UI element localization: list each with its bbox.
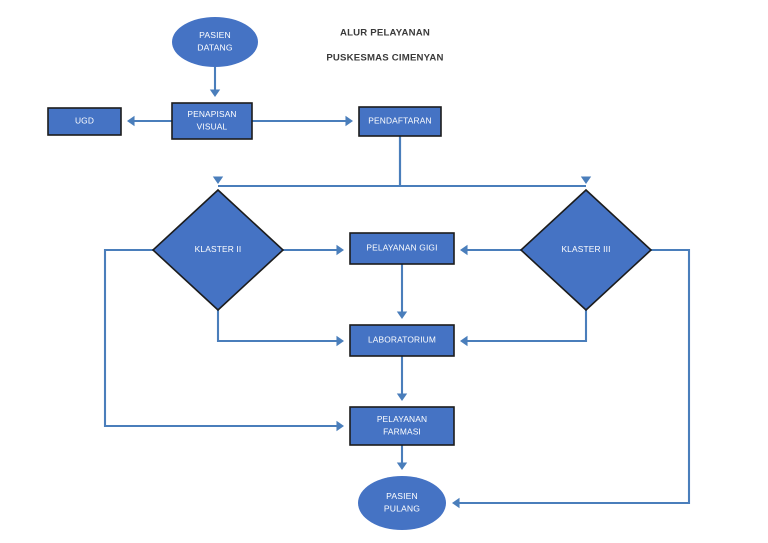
node-label-klaster-2: KLASTER II — [195, 244, 242, 254]
node-pelayanan-gigi[interactable]: PELAYANAN GIGI — [349, 232, 455, 265]
nodes-layer: PASIEN DATANG UGD PENAPISAN VISUAL PENDAFTARA… — [47, 17, 653, 530]
node-label-ugd: UGD — [75, 116, 94, 126]
shape-rect — [349, 324, 455, 357]
node-label-penapisan-visual: PENAPISAN — [187, 109, 236, 119]
node-label-pasien-datang: DATANG — [197, 42, 233, 52]
connector-pasien-datang-to-penapisan-visual — [209, 67, 221, 97]
shape-rect — [47, 107, 122, 136]
node-label-penapisan-visual: VISUAL — [197, 121, 228, 131]
node-label-pasien-pulang: PASIEN — [386, 491, 418, 501]
node-label-pasien-pulang: PULANG — [384, 503, 420, 513]
node-label-pasien-datang: PASIEN — [199, 30, 231, 40]
node-label-klaster-3: KLASTER III — [561, 244, 610, 254]
node-label-pendaftaran: PENDAFTARAN — [368, 116, 431, 126]
node-pasien-pulang[interactable]: PASIEN PULANG — [358, 476, 446, 530]
connector-penapisan-visual-to-ugd — [127, 115, 172, 127]
connector-penapisan-visual-to-pendaftaran — [252, 115, 353, 127]
node-pasien-datang[interactable]: PASIEN DATANG — [172, 17, 258, 67]
shape-ellipse — [358, 476, 446, 530]
node-label-pelayanan-farmasi: FARMASI — [383, 426, 421, 436]
node-laboratorium[interactable]: LABORATORIUM — [349, 324, 455, 357]
node-pelayanan-farmasi[interactable]: PELAYANAN FARMASI — [349, 406, 455, 446]
connectors-layer — [103, 67, 691, 509]
connector-laboratorium-to-pelayanan-farmasi — [396, 356, 408, 401]
connector-klaster-3-to-laboratorium — [460, 310, 588, 347]
shape-ellipse — [172, 17, 258, 67]
title-line-1: ALUR PELAYANAN — [340, 28, 430, 39]
shape-rect — [171, 102, 253, 140]
node-klaster-3[interactable]: KLASTER III — [519, 188, 653, 312]
shape-diamond — [151, 188, 285, 312]
shape-rect — [349, 406, 455, 446]
title-line-2: PUSKESMAS CIMENYAN — [326, 53, 443, 64]
connector-pelayanan-gigi-to-laboratorium — [396, 264, 408, 319]
shape-rect — [358, 106, 442, 137]
node-klaster-2[interactable]: KLASTER II — [151, 188, 285, 312]
node-pendaftaran[interactable]: PENDAFTARAN — [358, 106, 442, 137]
node-label-pelayanan-gigi: PELAYANAN GIGI — [366, 243, 437, 253]
node-penapisan-visual[interactable]: PENAPISAN VISUAL — [171, 102, 253, 140]
connector-klaster-2-to-laboratorium — [216, 310, 344, 347]
diagram-title: ALUR PELAYANAN PUSKESMAS CIMENYAN — [326, 28, 443, 64]
node-label-laboratorium: LABORATORIUM — [368, 335, 436, 345]
connector-klaster-2-to-pelayanan-farmasi — [103, 248, 344, 432]
connector-klaster-3-to-pasien-pulang — [452, 248, 691, 509]
node-label-pelayanan-farmasi: PELAYANAN — [377, 414, 427, 424]
shape-diamond — [519, 188, 653, 312]
connector-klaster-2-to-pelayanan-gigi — [283, 244, 344, 256]
connector-pendaftaran-to-klaster-3 — [398, 136, 592, 188]
connector-pelayanan-farmasi-to-pasien-pulang — [396, 445, 408, 470]
shape-rect — [349, 232, 455, 265]
node-ugd[interactable]: UGD — [47, 107, 122, 136]
connector-klaster-3-to-pelayanan-gigi — [460, 244, 521, 256]
